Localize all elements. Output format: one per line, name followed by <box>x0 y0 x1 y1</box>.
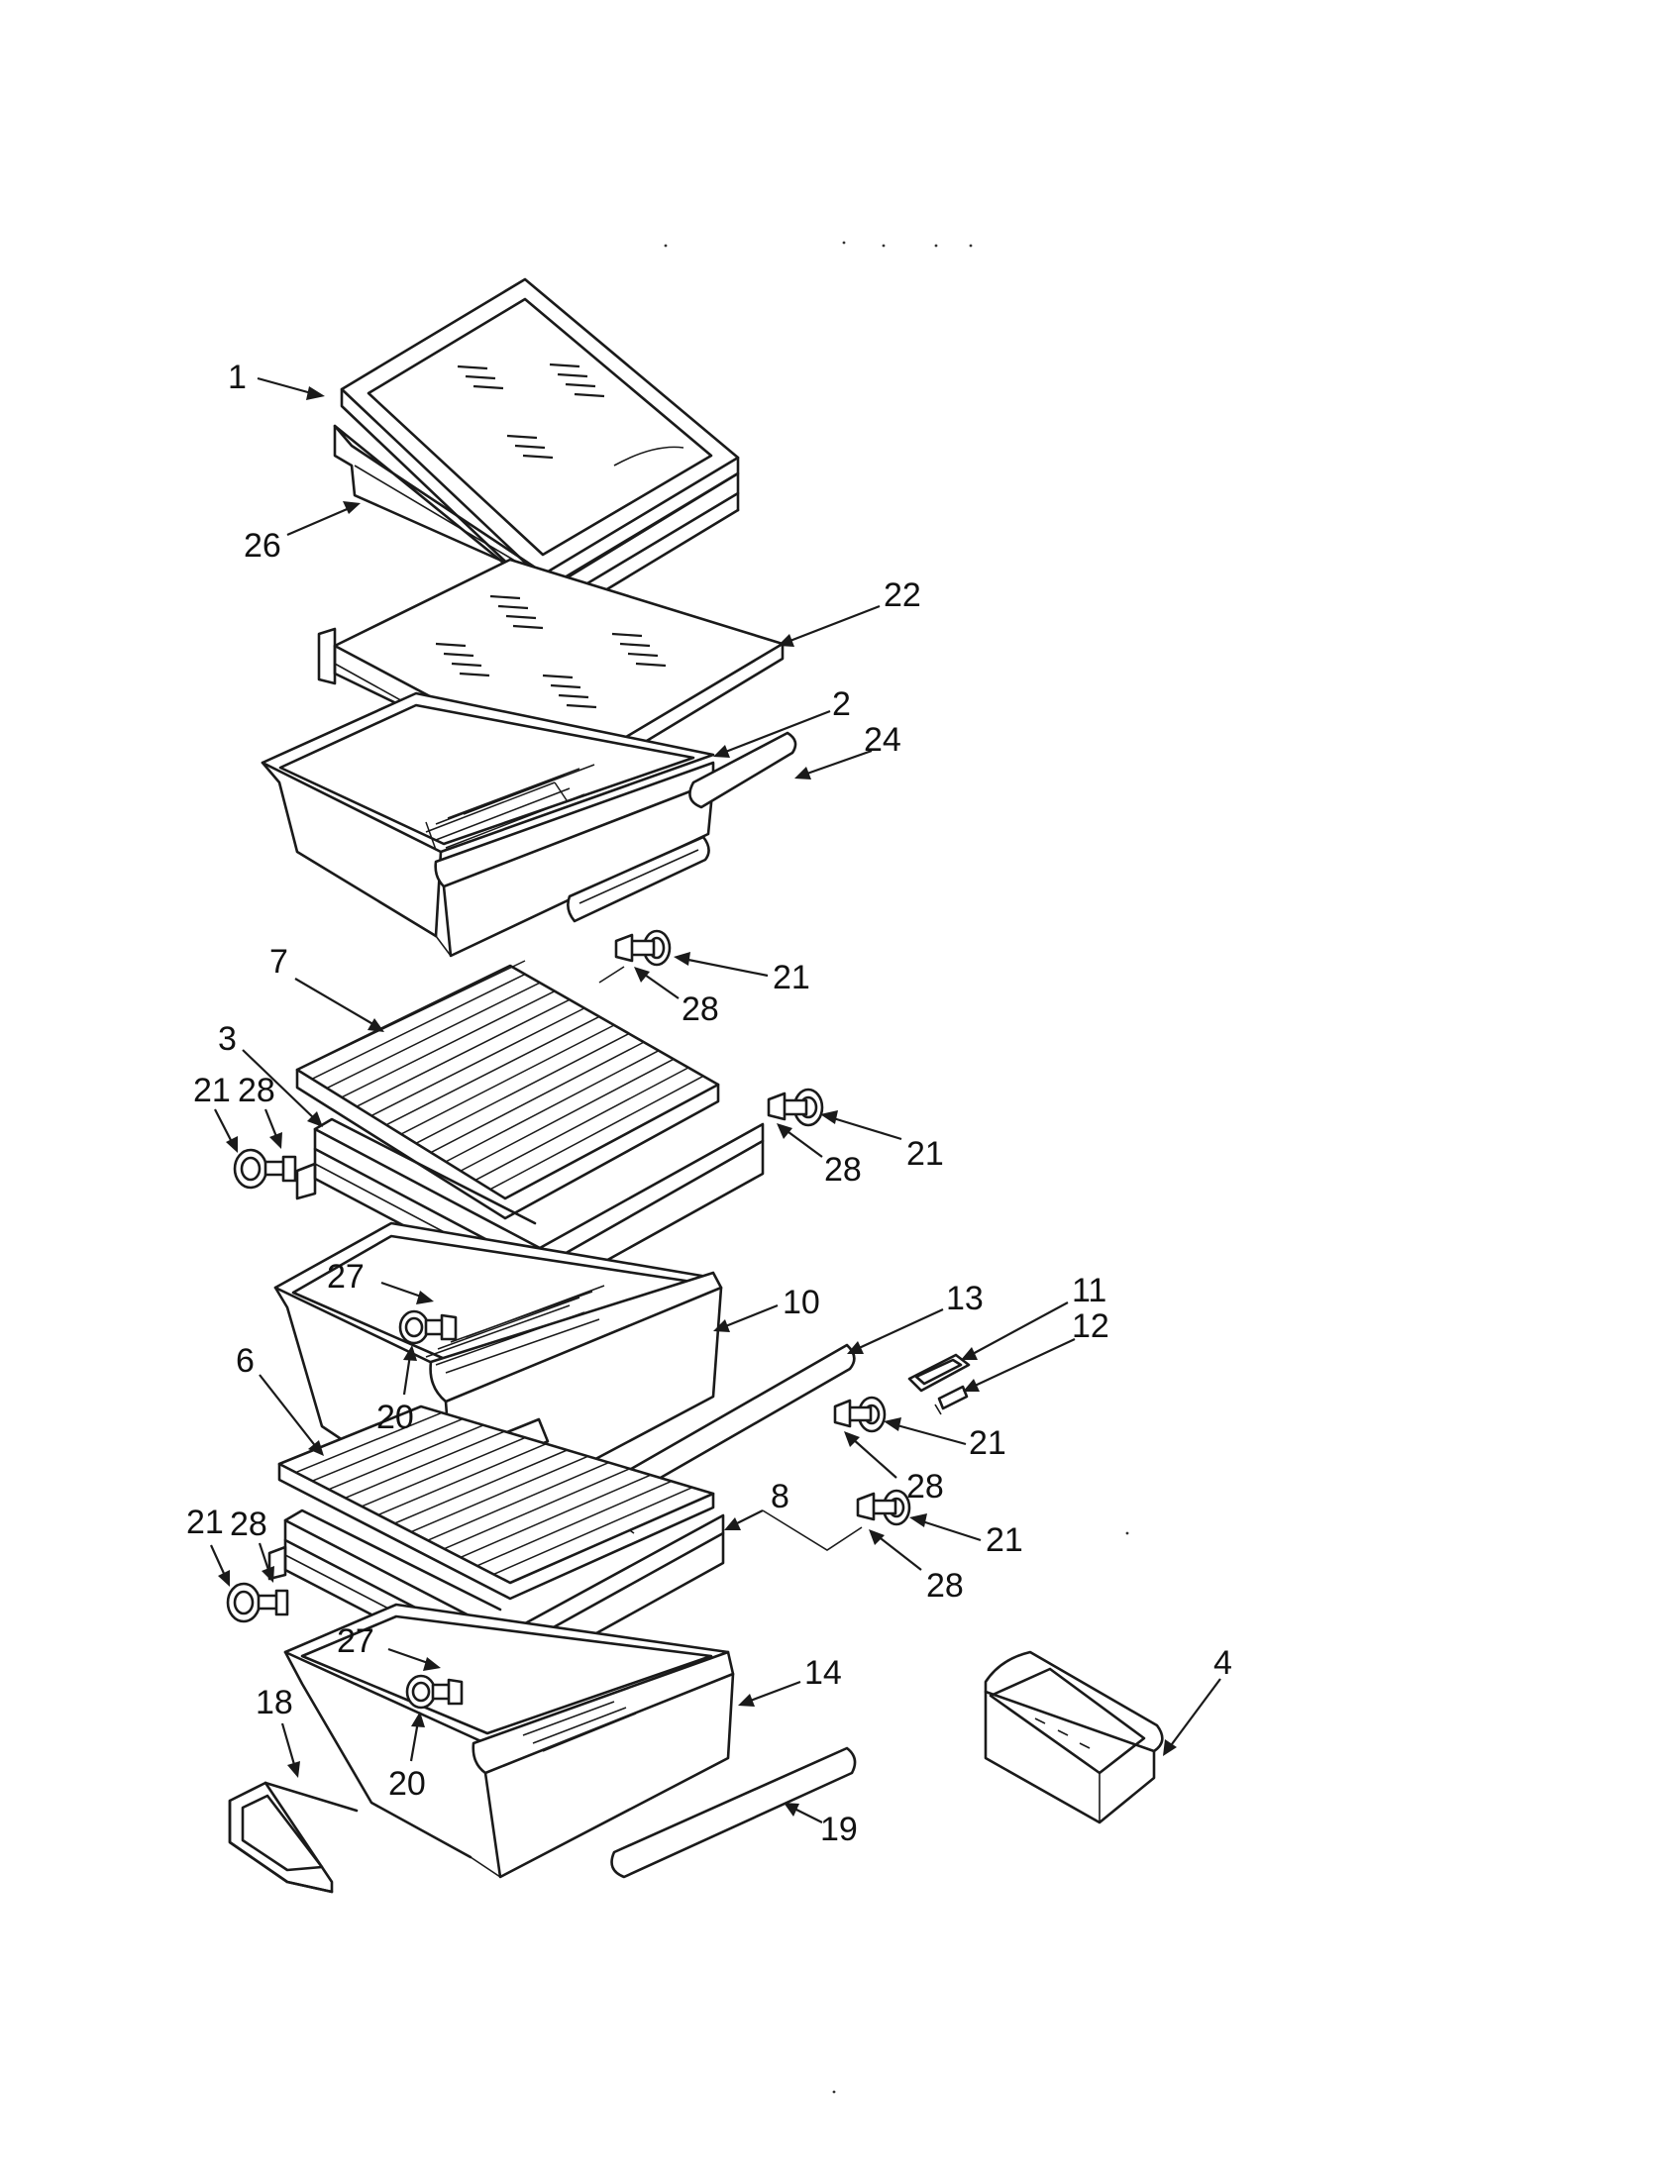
label-part-21-e: 21 <box>986 1521 1023 1559</box>
label-part-8: 8 <box>771 1478 789 1515</box>
part-4-door-bin <box>984 1650 1164 1824</box>
roller-group-drawer-10 <box>398 1309 458 1345</box>
label-part-19: 19 <box>820 1811 858 1848</box>
label-part-21-f: 21 <box>186 1504 224 1541</box>
part-12-clip <box>934 1385 969 1415</box>
label-part-26: 26 <box>244 527 281 565</box>
label-part-21-a: 21 <box>773 959 810 996</box>
label-part-4: 4 <box>1213 1644 1232 1682</box>
part-19-rail <box>610 1746 857 1879</box>
label-part-24: 24 <box>864 721 901 759</box>
roller-group-upper <box>598 929 672 984</box>
label-part-21-c: 21 <box>906 1135 944 1173</box>
label-part-1: 1 <box>228 359 247 396</box>
roller-group-left-1 <box>233 1148 297 1190</box>
label-part-10: 10 <box>783 1284 820 1321</box>
label-part-28-a: 28 <box>682 990 719 1028</box>
label-part-12: 12 <box>1072 1307 1109 1345</box>
roller-group-right-2 <box>833 1396 887 1433</box>
label-part-27-b: 27 <box>337 1622 374 1660</box>
label-part-14: 14 <box>804 1654 842 1692</box>
roller-group-right-1 <box>767 1088 824 1127</box>
label-part-18: 18 <box>256 1684 293 1721</box>
label-part-11: 11 <box>1072 1272 1106 1309</box>
part-number-labels: 1 26 22 2 24 7 21 28 3 21 28 21 28 27 10… <box>186 359 1232 1848</box>
scan-specks <box>664 241 1129 2094</box>
label-part-28-d: 28 <box>906 1468 944 1506</box>
label-part-3: 3 <box>218 1020 237 1058</box>
roller-group-left-2 <box>226 1582 289 1623</box>
label-part-28-f: 28 <box>230 1506 267 1543</box>
label-part-6: 6 <box>236 1342 255 1380</box>
label-part-20-b: 20 <box>388 1765 426 1803</box>
part-2-crisper-drawer <box>261 691 715 958</box>
label-part-21-b: 21 <box>193 1072 231 1109</box>
part-7-ribbed-shelf <box>295 960 720 1220</box>
part-11-bracket <box>907 1353 971 1393</box>
part-18-label-holder <box>228 1781 359 1894</box>
label-part-7: 7 <box>269 943 288 981</box>
part-24-rail <box>688 731 797 809</box>
label-part-28-c: 28 <box>824 1151 862 1189</box>
part-1-glass-shelf <box>340 277 740 596</box>
label-part-28-e: 28 <box>926 1567 964 1605</box>
label-part-22: 22 <box>884 576 921 614</box>
label-part-13: 13 <box>946 1280 984 1317</box>
roller-group-right-3 <box>856 1489 911 1526</box>
leader-lines <box>209 376 1221 1823</box>
label-part-28-b: 28 <box>238 1072 275 1109</box>
label-part-27-a: 27 <box>327 1258 365 1296</box>
label-part-2: 2 <box>832 685 851 723</box>
label-part-20-a: 20 <box>376 1399 414 1436</box>
label-part-21-d: 21 <box>969 1424 1006 1462</box>
roller-group-drawer-14 <box>405 1674 464 1710</box>
part-6-ribbed-shelf <box>277 1404 715 1601</box>
